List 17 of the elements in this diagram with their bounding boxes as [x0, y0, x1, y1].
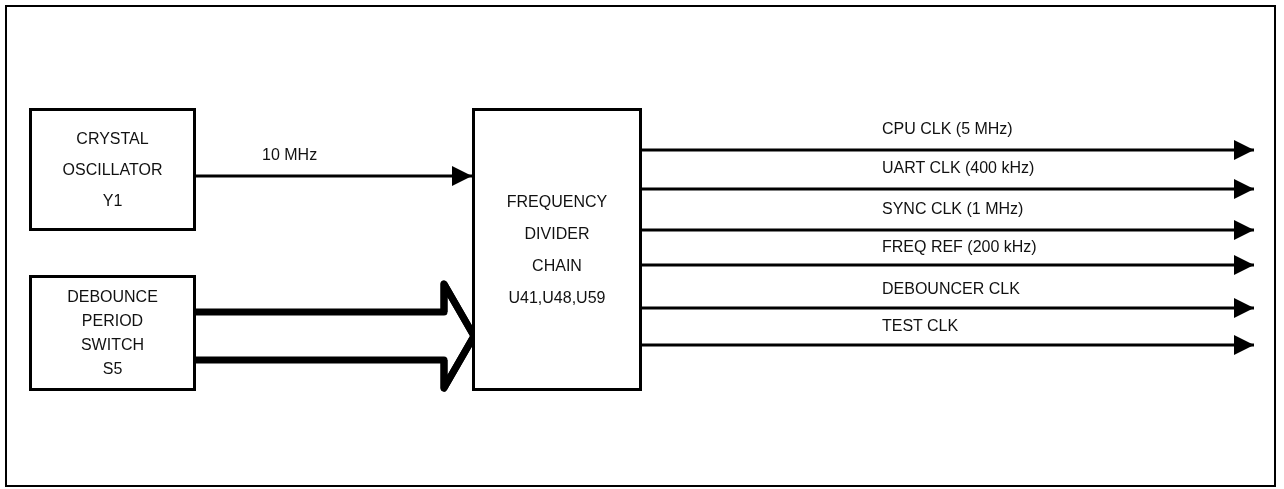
- arrow: [642, 255, 1254, 275]
- signal-label: UART CLK (400 kHz): [882, 159, 1035, 177]
- arrow: [642, 335, 1254, 355]
- signal-label: CPU CLK (5 MHz): [882, 120, 1013, 138]
- block-box: [472, 108, 642, 391]
- arrow: [642, 179, 1254, 199]
- arrow: [642, 220, 1254, 240]
- arrow: [642, 298, 1254, 318]
- block-label: DEBOUNCE PERIOD SWITCH S5: [66, 287, 159, 379]
- arrow: [196, 166, 472, 186]
- block-box: [29, 108, 196, 231]
- block-label: FREQUENCY DIVIDER CHAIN U41,U48,U59: [505, 191, 609, 308]
- block-box: [29, 275, 196, 391]
- block-label: CRYSTAL OSCILLATOR Y1: [61, 129, 164, 211]
- signal-label: FREQ REF (200 kHz): [882, 238, 1037, 256]
- arrow: [642, 140, 1254, 160]
- signal-label: SYNC CLK (1 MHz): [882, 200, 1024, 218]
